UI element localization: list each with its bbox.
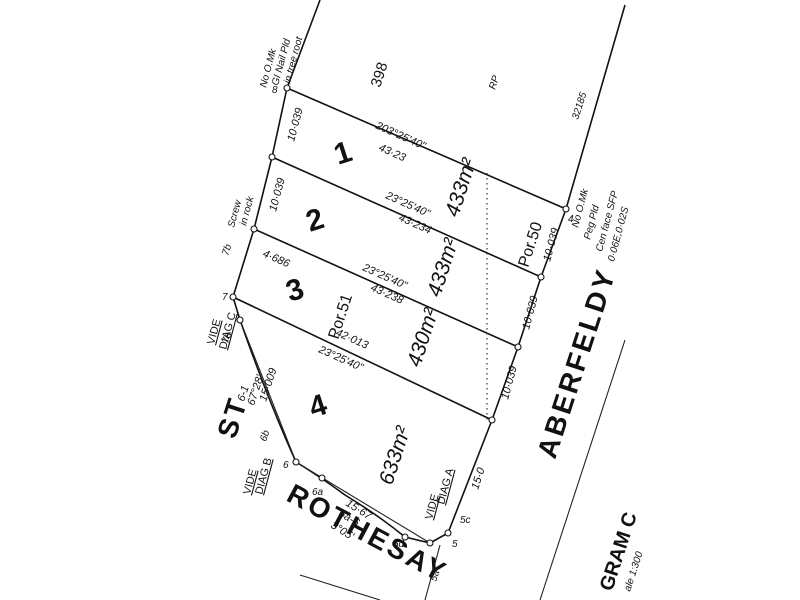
- mark-note: in rock: [238, 195, 257, 227]
- road-line: [424, 544, 441, 600]
- street-rothesay: ROTHESAY: [282, 478, 453, 588]
- lot-area: 433m²: [423, 235, 464, 300]
- point-label: 6b: [258, 429, 272, 443]
- dimension: 10·039: [267, 177, 287, 213]
- boundary-line: [540, 208, 567, 278]
- lot-398-label: 398: [368, 60, 392, 89]
- boundary-line: [286, 0, 321, 89]
- lot-number: 3: [282, 272, 308, 309]
- boundary-line: [232, 228, 255, 298]
- lot-area: 633m²: [375, 423, 416, 488]
- curve-label: 6-1: [235, 384, 251, 403]
- point-label: 4: [568, 214, 574, 225]
- lot-boundaries: [232, 0, 626, 600]
- point-label: 5: [452, 539, 458, 550]
- survey-point: [292, 458, 300, 466]
- survey-point: [444, 529, 452, 537]
- survey-point: [562, 205, 570, 213]
- survey-points: [229, 84, 570, 547]
- lot-number: 1: [330, 135, 356, 172]
- survey-point: [229, 293, 237, 301]
- point-labels: 8 4 7b 7 7a 6b 6 6a 5d 5 5c 5a: [220, 85, 574, 583]
- point-label: 5a: [428, 569, 442, 583]
- point-label: 8: [272, 85, 278, 96]
- survey-point: [268, 153, 276, 161]
- lot-divider: [232, 296, 493, 421]
- survey-point: [426, 539, 434, 547]
- dimension: 10·039: [520, 295, 540, 331]
- boundary-line: [517, 276, 542, 348]
- point-label: 7: [222, 292, 228, 303]
- aberfeldy-road-line: [539, 339, 626, 600]
- boundary-line: [565, 4, 626, 210]
- lot-area: 433m²: [441, 155, 482, 220]
- chord-line: [295, 461, 431, 544]
- point-label: 6: [283, 460, 289, 471]
- street-aberfeldy: ABERFELDY: [531, 264, 622, 462]
- dimension: 4·686: [261, 248, 292, 271]
- point-label: 5c: [460, 515, 471, 526]
- lot-area: 430m²: [403, 305, 444, 370]
- boundary-line: [491, 346, 519, 421]
- distance: 43·23: [377, 142, 408, 165]
- survey-point: [250, 225, 258, 233]
- lot-number: 4: [305, 388, 331, 425]
- rothesay-road-line: [299, 574, 381, 600]
- diagram-title: GRAM C ale 1:300: [596, 510, 646, 594]
- survey-point: [236, 316, 244, 324]
- dimension: 10·039: [285, 107, 305, 143]
- boundary-line: [447, 419, 493, 534]
- survey-point: [488, 416, 496, 424]
- lot-labels: 1 2 3 4 433m² 433m² 430m² 633m²: [282, 135, 481, 487]
- survey-point: [537, 273, 545, 281]
- survey-point: [283, 84, 291, 92]
- chord-line: [239, 319, 297, 463]
- point-label: 5d: [393, 539, 405, 550]
- portion-50-label: Por.50: [516, 220, 546, 269]
- point-label: 7a: [220, 331, 234, 345]
- boundary-line: [253, 156, 273, 230]
- point-label: 7b: [220, 243, 234, 257]
- dimension: 10·039: [541, 227, 561, 263]
- survey-point: [514, 343, 522, 351]
- boundary-line: [232, 296, 241, 321]
- vide-note: DIAG A: [435, 467, 456, 506]
- rp-ref-label: 32185: [570, 91, 589, 121]
- lot-number: 2: [302, 202, 328, 239]
- lot-divider: [271, 156, 542, 278]
- point-label: 6a: [312, 487, 324, 498]
- lot-divider: [253, 228, 519, 348]
- dimension: 10·039: [499, 365, 519, 401]
- boundary-line: [271, 87, 288, 158]
- survey-point: [401, 533, 409, 541]
- lot-divider: [286, 87, 567, 210]
- survey-point: [318, 474, 326, 482]
- rp-label: RP: [487, 74, 502, 91]
